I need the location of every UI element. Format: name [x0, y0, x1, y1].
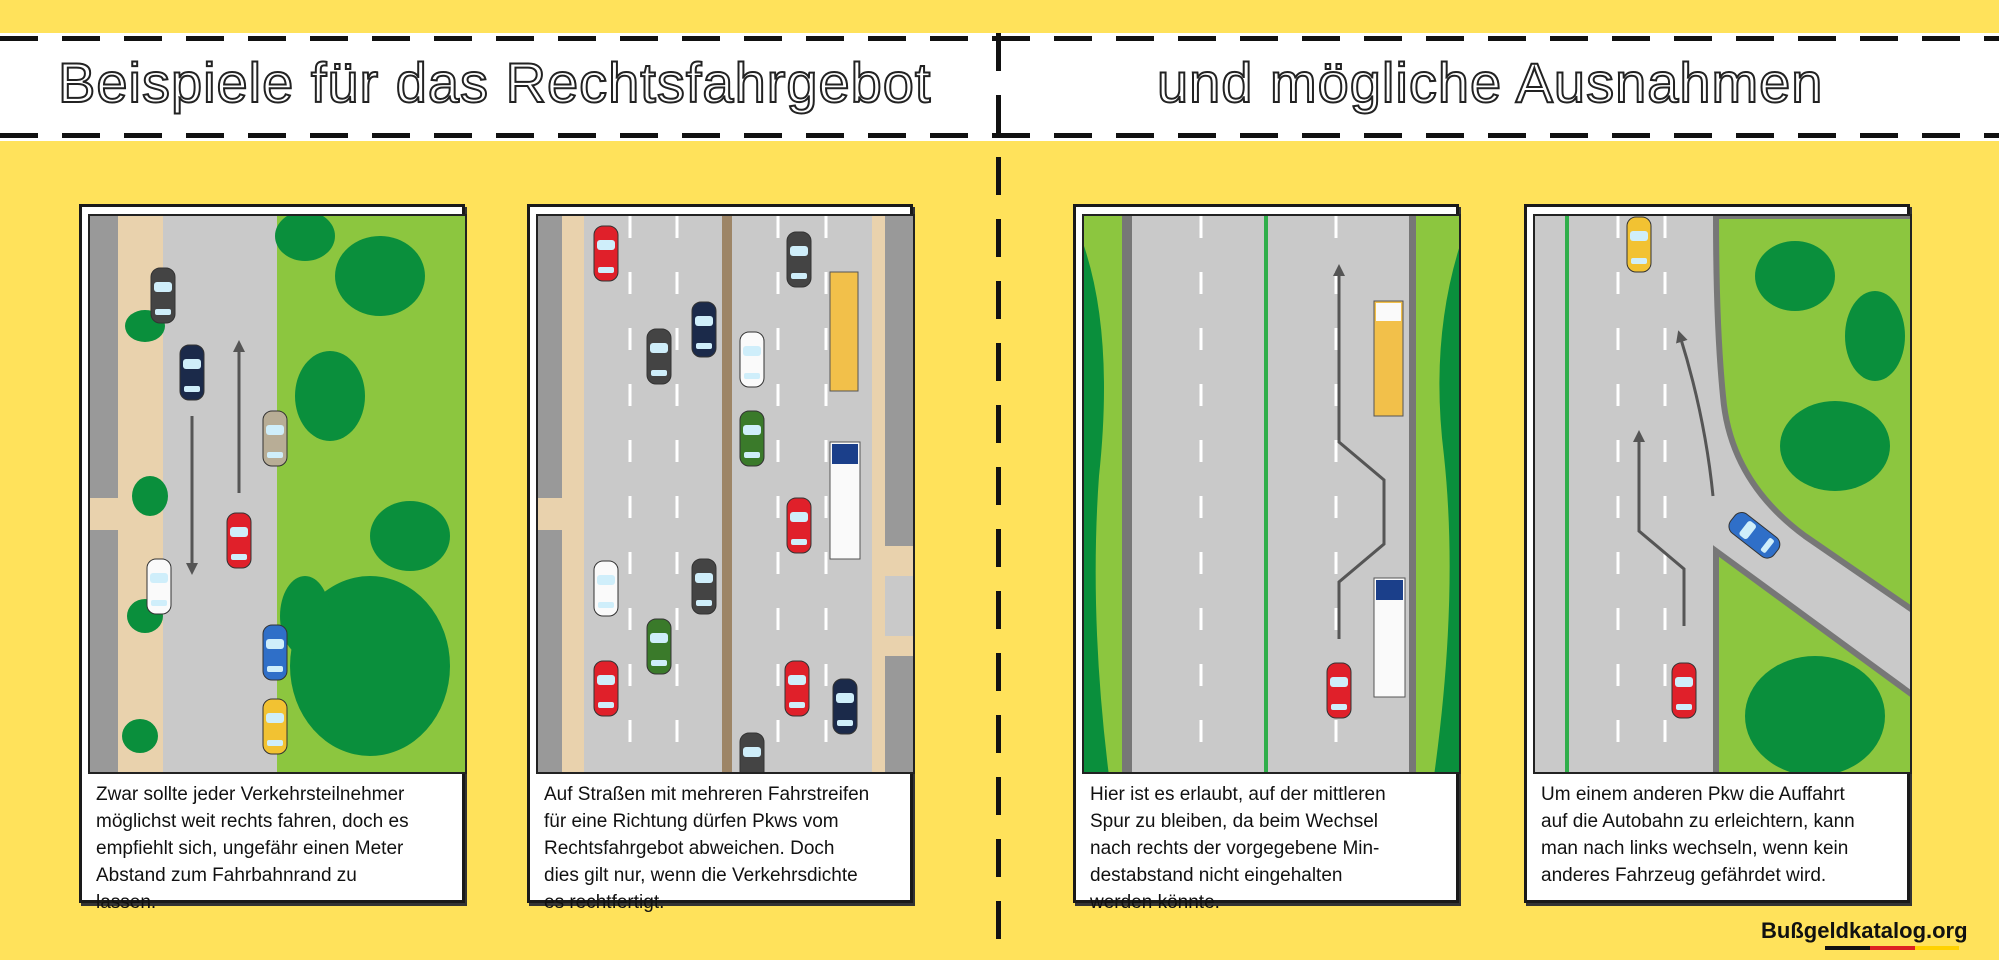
caption-line: auf die Autobahn zu erleichtern, kann — [1541, 811, 1855, 832]
car-navy — [691, 301, 717, 358]
caption-line: man nach links wechseln, wenn kein — [1541, 838, 1849, 859]
median-line — [1264, 216, 1268, 772]
scene-onramp — [1533, 214, 1912, 774]
car-dark — [691, 558, 717, 615]
caption-line: Spur zu bleiben, da beim Wechsel — [1090, 811, 1378, 832]
center-divider — [996, 33, 1001, 960]
brand-logo: Bußgeldkatalog.org — [1761, 918, 1968, 943]
scene-multi-lane-road — [536, 214, 915, 774]
caption-line: lassen. — [96, 892, 157, 913]
car-yellow — [262, 698, 288, 755]
car-red — [593, 660, 619, 717]
car-dark — [786, 231, 812, 288]
lane-markings — [1616, 216, 1667, 772]
bushes — [122, 216, 450, 756]
truck-yellow — [829, 271, 859, 392]
caption-line: destabstand nicht eingehalten — [1090, 865, 1343, 886]
caption: Hier ist es erlaubt, auf der mittleren S… — [1090, 781, 1450, 916]
caption-line: möglichst weit rechts fahren, doch es — [96, 811, 409, 832]
lane-markings — [628, 216, 828, 772]
caption-line: Abstand zum Fahrbahnrand zu — [96, 865, 357, 886]
car-navy — [832, 678, 858, 735]
caption-line: Auf Straßen mit mehreren Fahrstreifen — [544, 784, 870, 805]
caption-line: werden könnte. — [1090, 892, 1220, 913]
caption-line: Um einem anderen Pkw die Auffahrt — [1541, 784, 1845, 805]
car-beige — [262, 410, 288, 467]
caption-line: Zwar sollte jeder Verkehrsteilnehmer — [96, 784, 405, 805]
car-white — [739, 331, 765, 388]
panel-onramp-exception: Um einem anderen Pkw die Auffahrt auf di… — [1524, 204, 1912, 903]
flag-red — [1870, 946, 1915, 950]
caption: Um einem anderen Pkw die Auffahrt auf di… — [1541, 781, 1901, 889]
car-yellow — [1626, 216, 1652, 273]
car-dark — [739, 732, 765, 772]
panel-multi-lane: Auf Straßen mit mehreren Fahrstreifen fü… — [527, 204, 915, 913]
caption-line: anderes Fahrzeug gefährdet wird. — [1541, 865, 1827, 886]
caption-line: Hier ist es erlaubt, auf der mittleren — [1090, 784, 1386, 805]
flag-black — [1825, 946, 1870, 950]
caption-line: nach rechts der vorgegebene Min- — [1090, 838, 1380, 859]
lane-change-arrow-icon — [1633, 430, 1686, 626]
caption: Zwar sollte jeder Verkehrsteilnehmer mög… — [96, 781, 456, 916]
scene-motorway — [1082, 214, 1461, 774]
car-blue — [262, 624, 288, 681]
car-red — [784, 660, 810, 717]
car-green — [646, 618, 672, 675]
car-red — [1671, 662, 1697, 719]
car-dark — [150, 267, 176, 324]
scene-country-road — [88, 214, 467, 774]
car-white — [146, 558, 172, 615]
caption-line: es rechtfertigt. — [544, 892, 665, 913]
caption-line: empfiehlt sich, ungefähr einen Meter — [96, 838, 404, 859]
car-red — [593, 225, 619, 282]
lane-path-arrow-icon — [1333, 264, 1386, 639]
caption-line: Rechtsfahrgebot abweichen. Doch — [544, 838, 835, 859]
flag-gold — [1915, 946, 1959, 950]
car-red — [226, 512, 252, 569]
car-dark — [646, 328, 672, 385]
panel-middle-lane-exception: Hier ist es erlaubt, auf der mittleren S… — [1073, 204, 1461, 913]
title-left: Beispiele für das Rechtsfahrgebot — [57, 50, 932, 115]
car-white — [593, 560, 619, 617]
caption-line: für eine Richtung dürfen Pkws vom — [544, 811, 839, 832]
car-navy — [179, 344, 205, 401]
caption-line: dies gilt nur, wenn die Verkehrsdichte — [544, 865, 858, 886]
car-green — [739, 410, 765, 467]
car-red — [786, 497, 812, 554]
merge-arrow-icon — [1676, 330, 1715, 497]
car-red — [1326, 662, 1352, 719]
panel-keep-right: Zwar sollte jeder Verkehrsteilnehmer mög… — [79, 204, 467, 913]
title-right: und mögliche Ausnahmen — [1156, 50, 1824, 115]
caption: Auf Straßen mit mehreren Fahrstreifen fü… — [544, 781, 904, 916]
